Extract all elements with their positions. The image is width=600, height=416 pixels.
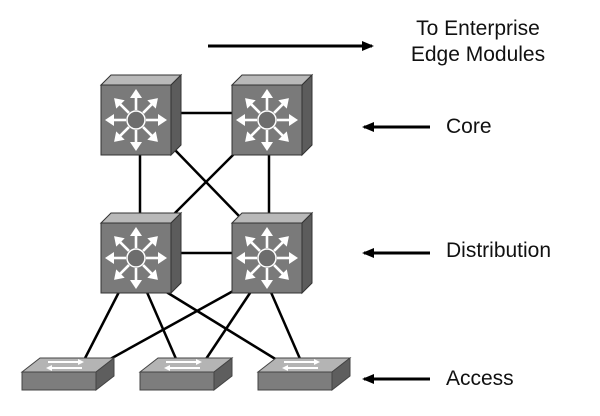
core-switch-2-icon xyxy=(232,75,312,155)
link-dist2-access1 xyxy=(93,283,245,370)
access-switch-1-icon xyxy=(21,357,115,391)
edge-modules-label-line2: Edge Modules xyxy=(410,43,546,66)
link-dist1-access3 xyxy=(154,283,291,370)
link-dist1-access1 xyxy=(78,289,122,369)
edge-modules-label-line1: To Enterprise xyxy=(416,17,540,40)
link-core2-dist1 xyxy=(171,149,239,217)
link-dist2-access3 xyxy=(268,289,306,369)
edge-modules-label: To Enterprise Edge Modules xyxy=(378,16,578,68)
access-layer-label: Access xyxy=(446,367,514,390)
links xyxy=(78,111,306,370)
core-layer-label: Core xyxy=(446,115,492,138)
distribution-switch-2-icon xyxy=(232,213,312,293)
distribution-layer-label: Distribution xyxy=(446,239,552,262)
distribution-switch-1-icon xyxy=(101,213,181,293)
access-switch-3-icon xyxy=(257,357,351,391)
link-core1-dist2 xyxy=(174,149,240,217)
access-switch-2-icon xyxy=(139,357,233,391)
core-switch-1-icon xyxy=(101,75,181,155)
link-dist2-access2 xyxy=(198,289,254,369)
